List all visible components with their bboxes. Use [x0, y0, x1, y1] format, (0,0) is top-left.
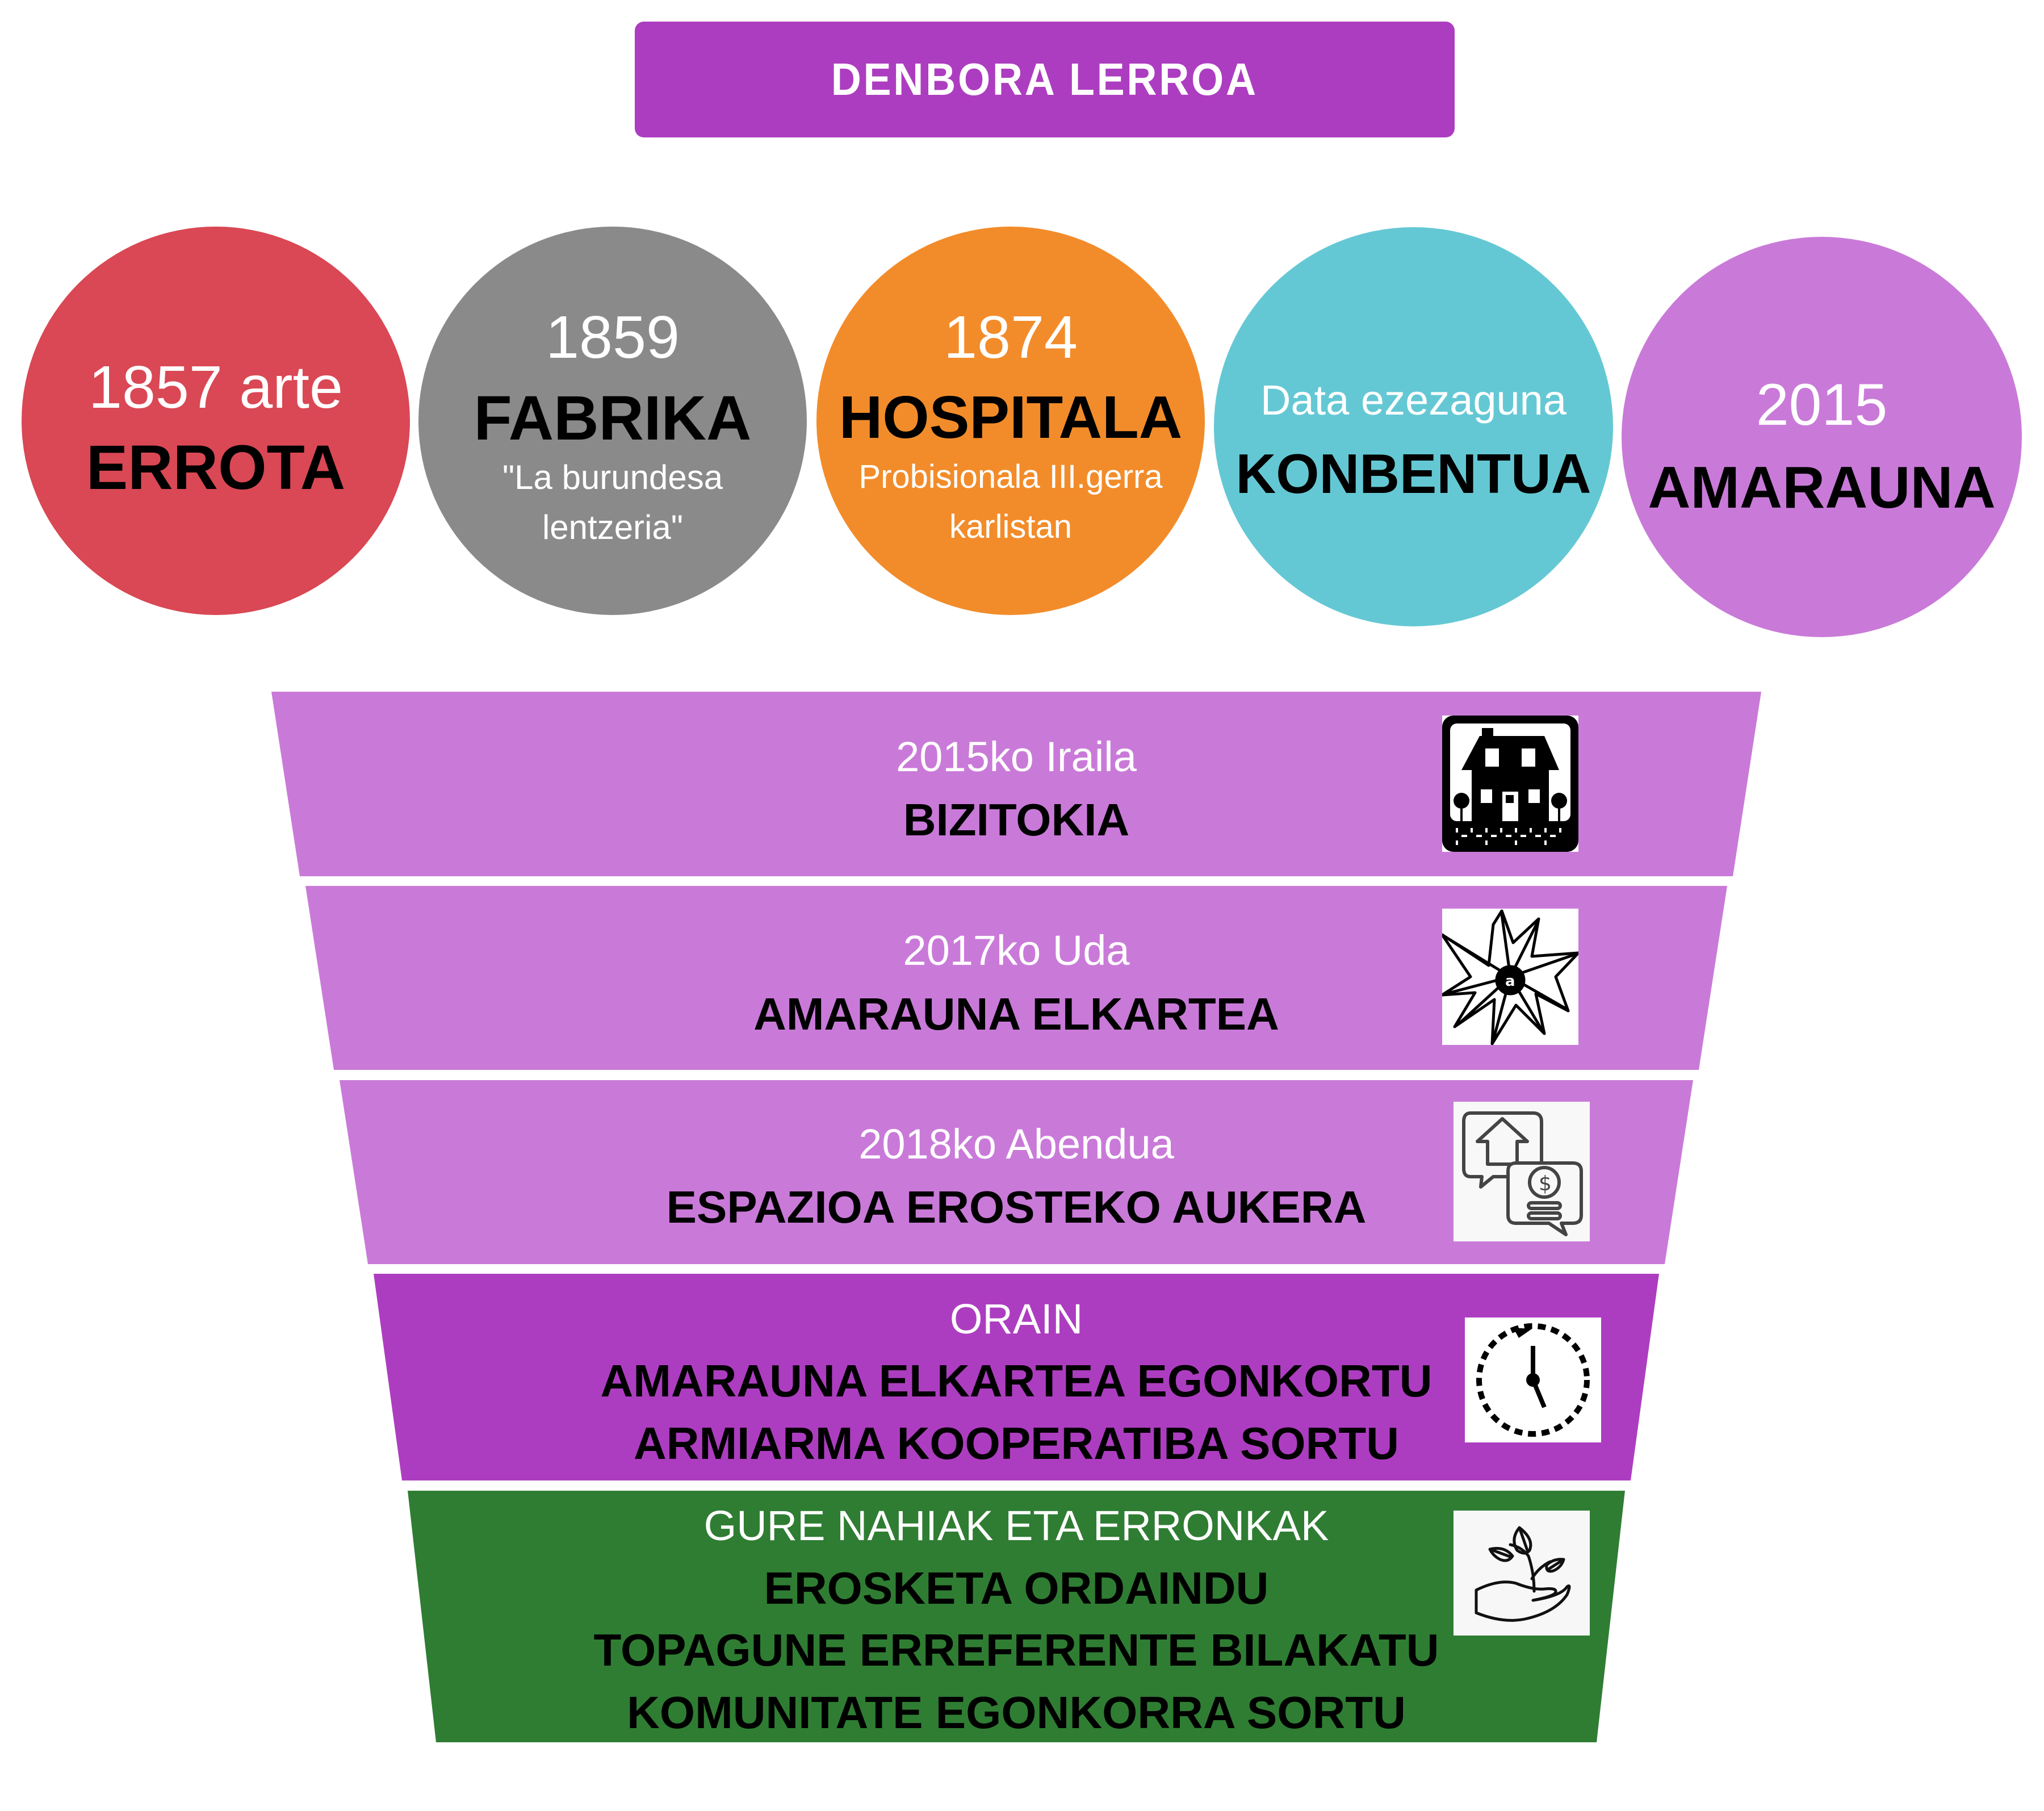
- stage-heading: 2018ko Abendua: [858, 1120, 1174, 1168]
- house-icon: [1442, 716, 1578, 852]
- circle-date: Data ezezaguna: [1260, 377, 1566, 424]
- stage-line: ESPAZIOA EROSTEKO AUKERA: [666, 1182, 1367, 1232]
- funnel-band-elkartea: [305, 886, 1727, 1070]
- circle-name: KONBENTUA: [1235, 442, 1591, 505]
- timeline-circle-konbentua: Data ezezaguna KONBENTUA: [1214, 227, 1613, 626]
- spiderweb-flower-icon: a: [1442, 909, 1578, 1045]
- stage-heading: ORAIN: [949, 1295, 1083, 1342]
- funnel-band-espazioa: [340, 1080, 1693, 1264]
- svg-text:a: a: [1505, 973, 1515, 990]
- circle-date: 1874: [944, 304, 1078, 371]
- circle-note: Probisionala III.gerra: [858, 458, 1163, 495]
- stage-heading: 2017ko Uda: [903, 927, 1130, 974]
- title-banner: DENBORA LERROA: [635, 22, 1455, 137]
- timeline-circle-hospitala: 1874 HOSPITALA Probisionala III.gerra ka…: [816, 227, 1205, 615]
- circle-name: AMARAUNA: [1648, 455, 1996, 521]
- timeline-circle-amarauna: 2015 AMARAUNA: [1622, 237, 2022, 637]
- page-title: DENBORA LERROA: [831, 54, 1259, 104]
- house-money-chat-icon: $: [1454, 1102, 1590, 1241]
- plant-in-hand-icon: [1454, 1511, 1590, 1636]
- funnel-band-bizitokia: [271, 692, 1761, 876]
- stage-line: TOPAGUNE ERREFERENTE BILAKATU: [593, 1625, 1439, 1675]
- funnel-band-orain: [374, 1274, 1659, 1480]
- circle-note: karlistan: [949, 508, 1072, 545]
- circle-date: 1857 arte: [89, 354, 343, 421]
- stage-line: ARMIARMA KOOPERATIBA SORTU: [633, 1418, 1400, 1469]
- circle-name: FABRIKA: [474, 383, 752, 453]
- clock-icon: [1465, 1318, 1601, 1442]
- stage-line: BIZITOKIA: [903, 794, 1130, 845]
- stage-heading: GURE NAHIAK ETA ERRONKAK: [703, 1502, 1329, 1549]
- timeline-circle-fabrika: 1859 FABRIKA "La burundesa lentzeria": [418, 227, 807, 615]
- stage-line: EROSKETA ORDAINDU: [764, 1563, 1269, 1613]
- circle-name: HOSPITALA: [839, 384, 1183, 451]
- circle-date: 2015: [1756, 372, 1888, 438]
- stage-line: AMARAUNA ELKARTEA: [753, 989, 1279, 1039]
- svg-text:$: $: [1539, 1172, 1552, 1195]
- circle-note: "La burundesa: [502, 458, 723, 496]
- circle-name: ERROTA: [86, 433, 346, 503]
- funnel-band-nahiak: [408, 1491, 1625, 1742]
- circle-note: lentzeria": [542, 508, 684, 546]
- circle-date: 1859: [546, 304, 680, 371]
- stage-heading: 2015ko Iraila: [896, 733, 1137, 780]
- stage-line: KOMUNITATE EGONKORRA SORTU: [627, 1687, 1406, 1738]
- stage-line: AMARAUNA ELKARTEA EGONKORTU: [600, 1356, 1433, 1406]
- timeline-circle-errota: 1857 arte ERROTA: [22, 227, 410, 615]
